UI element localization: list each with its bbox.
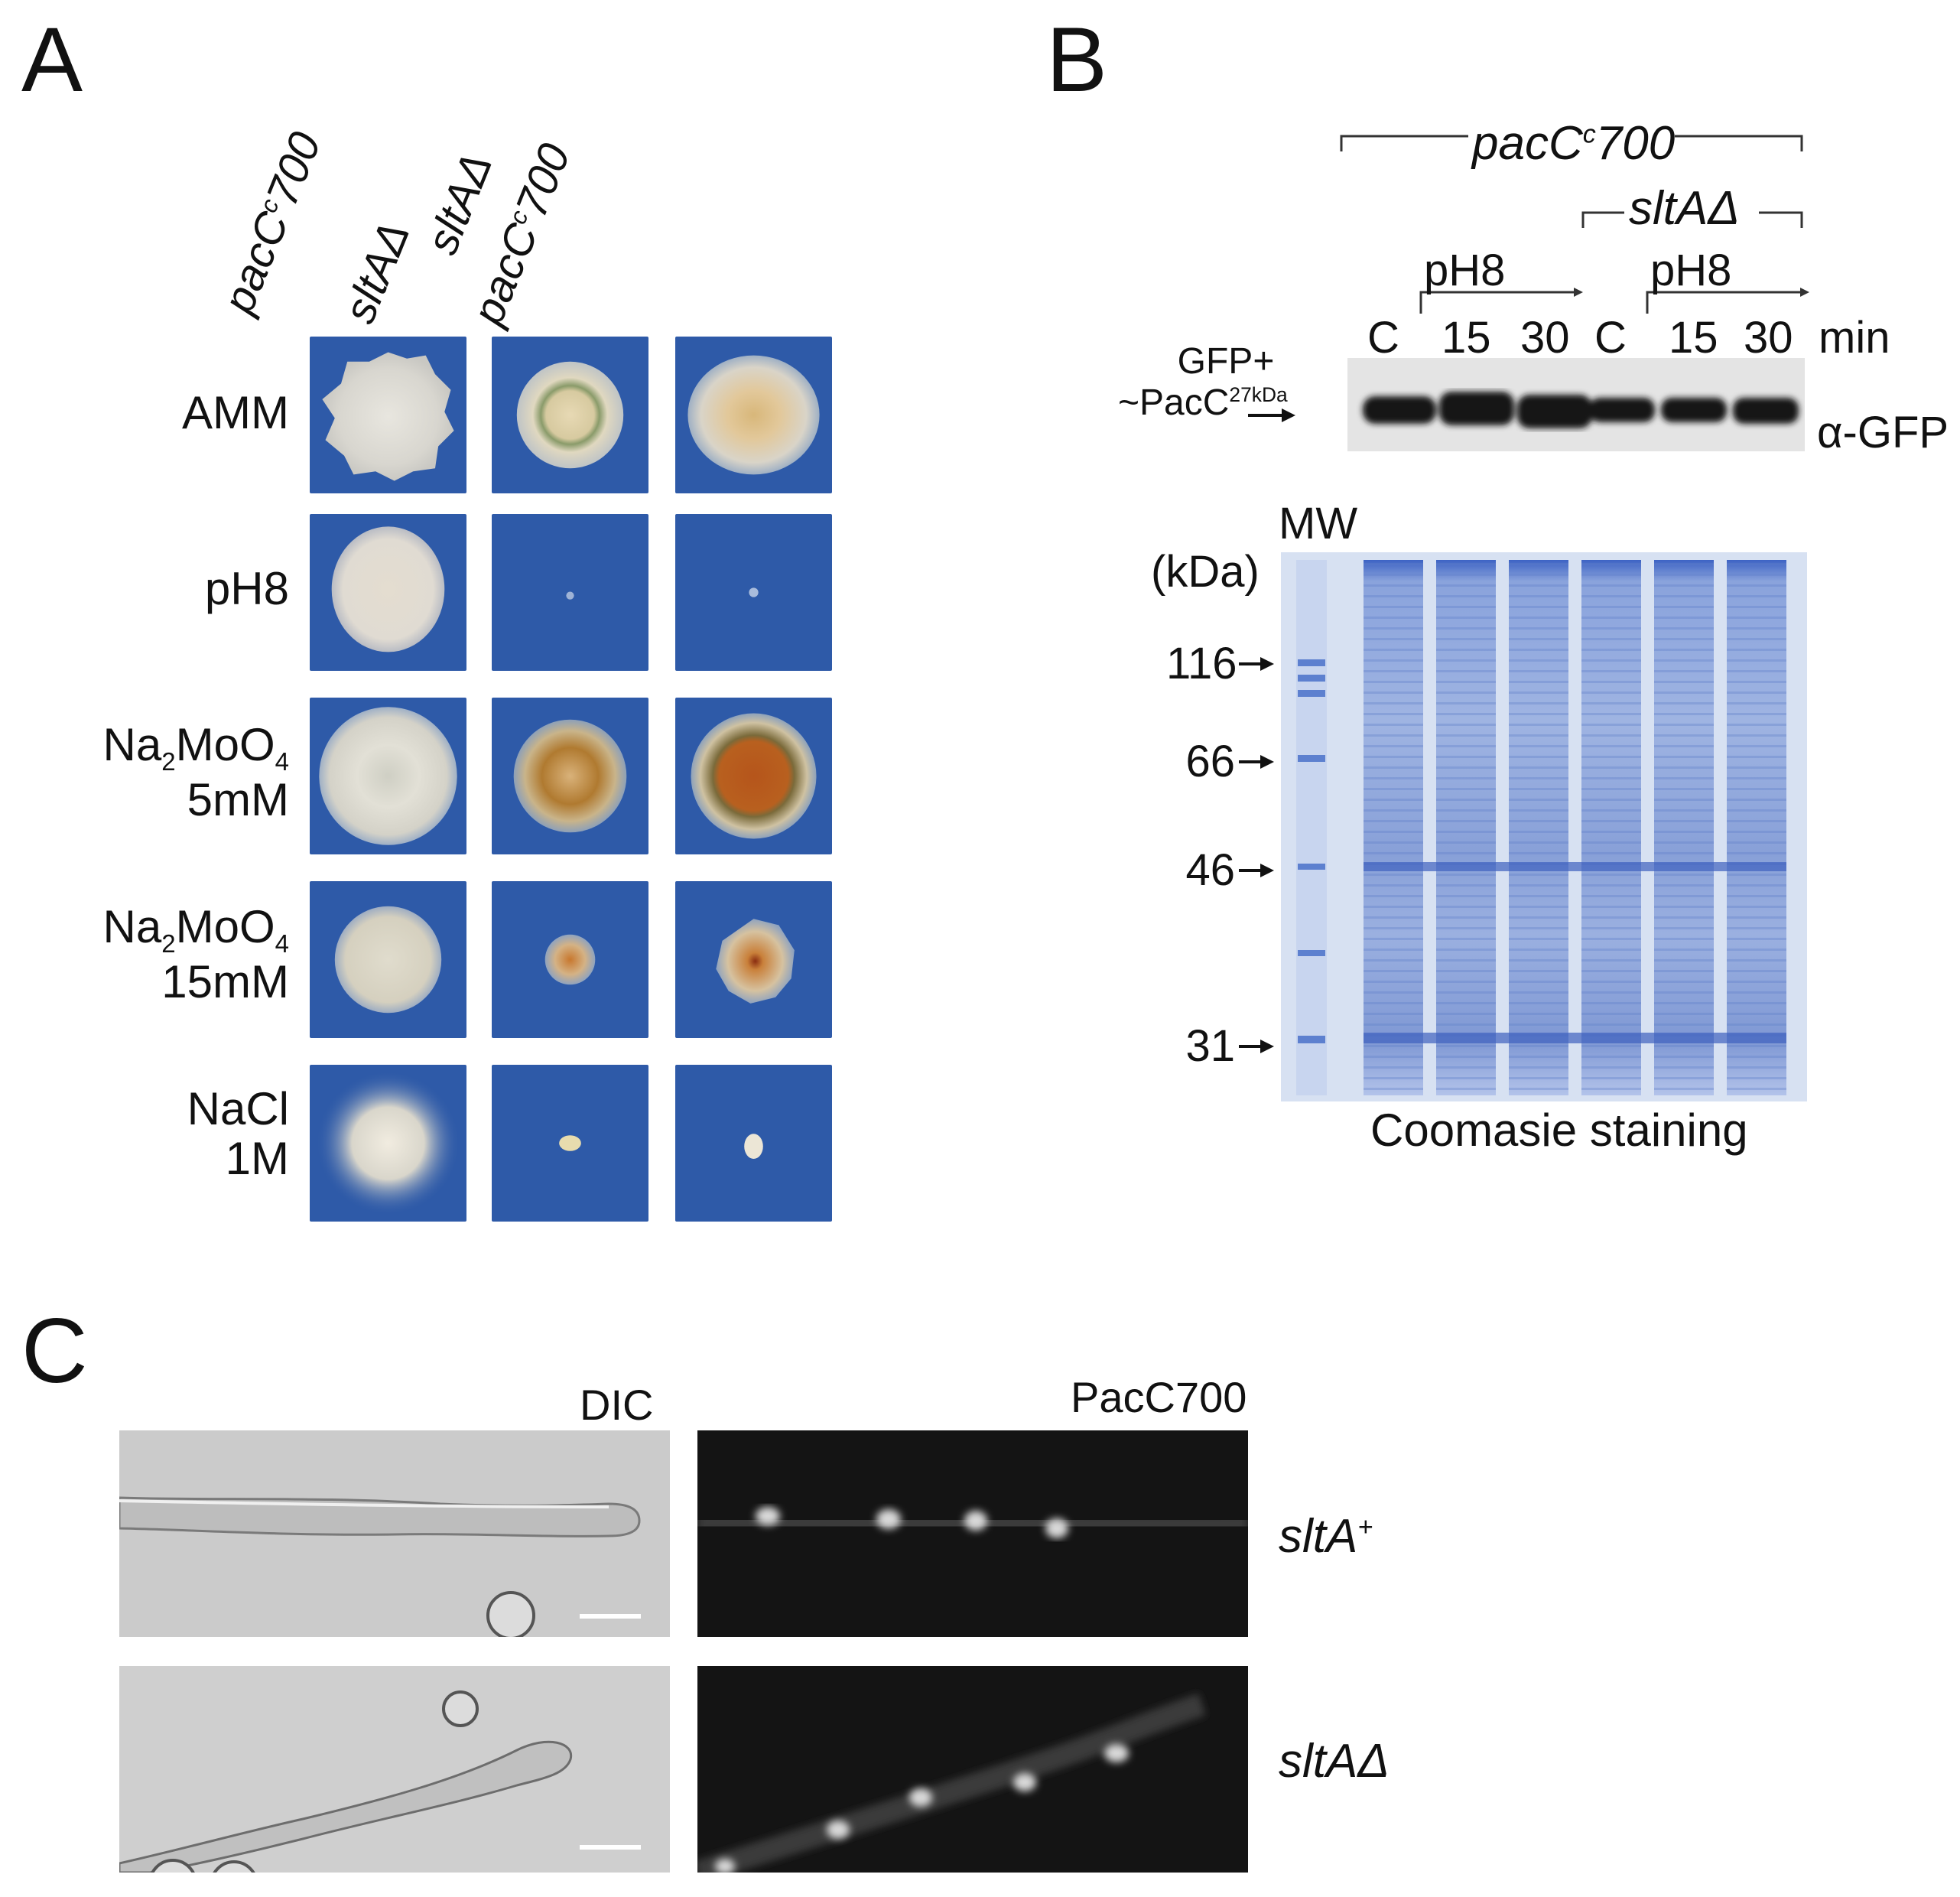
plate-na2moo4-5mm-sltadelta [492,698,648,854]
plate-na2moo4-15mm-pacc700 [310,881,466,1038]
blot-band-2 [1439,392,1514,425]
band-label-line1: GFP+ [1177,341,1275,382]
row-label-sltadelta: sltAΔ [1279,1735,1390,1788]
sub-bracket-label: sltAΔ [1629,182,1740,235]
panel-c-letter: C [21,1300,88,1402]
row-label-ph8: pH8 [204,563,289,614]
plate-nacl-double [675,1065,832,1222]
bracket-lines [1340,135,1809,314]
western-blot [1347,358,1805,451]
kda-label: (kDa) [1151,547,1260,597]
sub-bracket-right [1759,211,1803,228]
ph-arrow-2-line [1646,291,1800,314]
marker-31: 31 [1185,1021,1235,1071]
blot-band-1 [1363,396,1436,424]
pacc700-label: PacC700 [1071,1373,1247,1421]
gel-lanes [1364,560,1786,1095]
marker-46: 46 [1185,845,1235,895]
band-label-line2: ~PacC27kDa [1118,382,1288,423]
row-label-na2moo4-5mm: Na2MoO4 5mM [102,719,289,825]
dic-image-slta-plus [119,1430,670,1637]
blot-band-3 [1517,395,1592,428]
scale-bar-2 [580,1845,641,1850]
ph8-label-2: pH8 [1650,246,1732,295]
plate-ph8-sltadelta [492,514,648,671]
row-label-na2moo4-15mm: Na2MoO4 15mM [102,901,289,1007]
column-header-sltadelta: sltAΔ [334,215,420,330]
blot-band-5 [1661,398,1727,422]
gel-caption: Coomasie staining [1370,1105,1748,1156]
plate-amm-sltadelta [492,337,648,493]
lane-label-2: 15 [1442,313,1491,363]
ph-arrow-1-line [1419,291,1574,314]
lane-label-1: C [1367,313,1399,363]
marker-arrows [1239,657,1274,1053]
blot-band-4 [1589,398,1655,422]
fluorescence-image-sltadelta [697,1666,1248,1873]
plate-na2moo4-5mm-pacc700 [310,698,466,854]
plate-nacl-pacc700 [310,1065,466,1222]
sub-bracket-left [1581,211,1624,228]
lane-label-6: 30 [1744,313,1793,363]
row-label-amm: AMM [182,387,289,438]
plate-amm-pacc700 [310,337,466,493]
panel-a-letter: A [21,8,83,111]
plate-ph8-pacc700 [310,514,466,671]
plate-grid [310,337,832,1222]
panel-b-letter: B [1046,8,1108,111]
lane-label-3: 30 [1520,313,1570,363]
plate-na2moo4-15mm-sltadelta [492,881,648,1038]
marker-116: 116 [1166,639,1237,688]
lane-label-5: 15 [1669,313,1718,363]
plate-amm-double [675,337,832,493]
time-unit-label: min [1819,313,1890,363]
row-label-slta-plus: sltA+ [1279,1510,1373,1563]
ph8-label-1: pH8 [1424,246,1506,295]
marker-66: 66 [1185,737,1235,786]
mw-label: MW [1279,499,1358,548]
dic-label: DIC [580,1381,654,1429]
dic-image-sltadelta [119,1666,670,1873]
column-header-double-line1: sltAΔ [417,146,502,262]
coomassie-gel [1281,552,1807,1101]
row-label-nacl-1m: NaCl 1M [187,1083,289,1184]
mw-ladder [1296,560,1327,1095]
blot-band-6 [1733,398,1799,424]
column-header-pacc700: pacCc700 [213,125,331,321]
plate-ph8-double [675,514,832,671]
ph-arrow-2-head [1800,288,1809,297]
plate-na2moo4-5mm-double [675,698,832,854]
lane-label-4: C [1594,313,1627,363]
fluorescence-image-slta-plus [697,1430,1248,1637]
ph-arrow-1-head [1574,288,1583,297]
top-bracket-left [1340,135,1468,151]
top-bracket-label: pacCc700 [1472,117,1676,170]
scale-bar-1 [580,1614,641,1619]
band-arrow [1248,408,1295,422]
plate-nacl-sltadelta [492,1065,648,1222]
plate-na2moo4-15mm-double [675,881,832,1038]
antibody-label: α-GFP [1817,408,1949,457]
top-bracket-right [1675,135,1803,151]
